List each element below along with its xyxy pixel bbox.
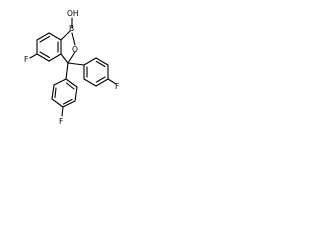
fluorine-ring-b-label: F xyxy=(115,82,119,91)
bond-core-fluorine xyxy=(29,53,38,59)
molecule-structure: OH B O F F F xyxy=(24,9,119,126)
oxaborole-ring xyxy=(60,17,76,64)
boron-label: B xyxy=(69,24,74,33)
benzo-ring xyxy=(36,32,62,62)
structure-canvas: OH B O F F F xyxy=(0,0,152,152)
aryl-ring-a xyxy=(51,62,78,117)
ring-oxygen-label: O xyxy=(72,45,78,54)
aryl-ring-b xyxy=(67,57,117,87)
fluorine-ring-a-label: F xyxy=(59,117,63,126)
hydroxyl-label: OH xyxy=(67,9,79,18)
fluorine-core-label: F xyxy=(24,55,28,64)
